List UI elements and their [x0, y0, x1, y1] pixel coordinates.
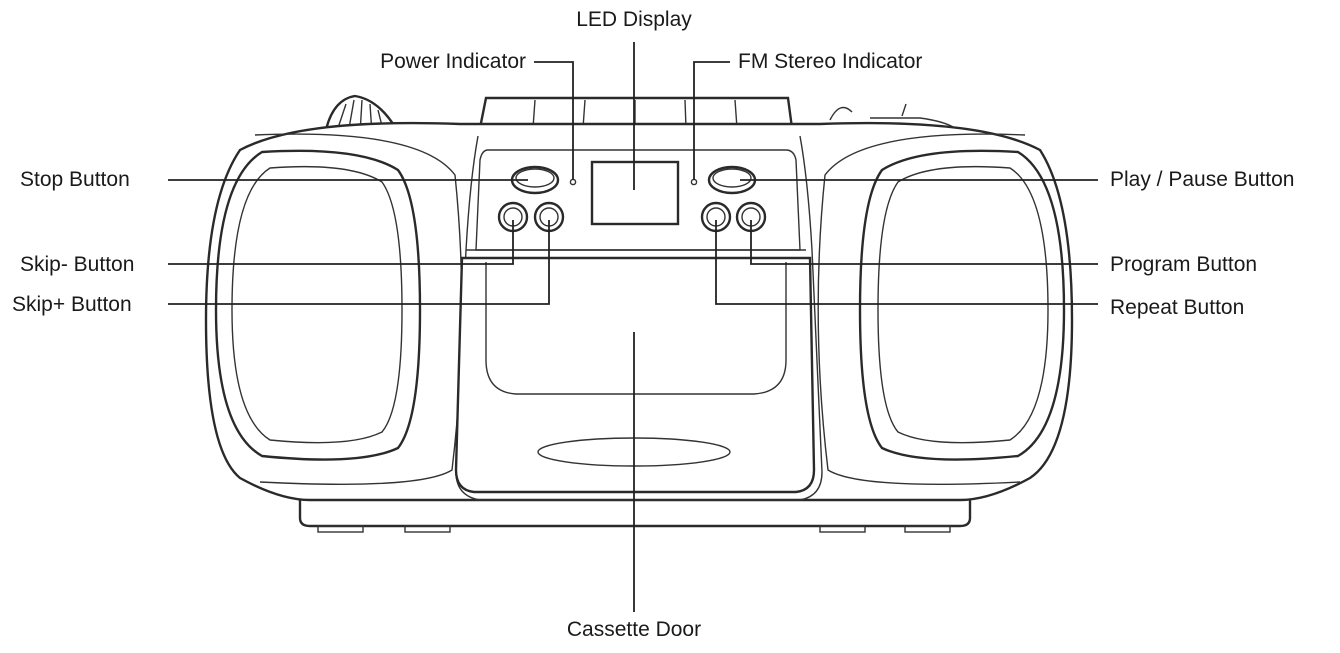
label-cassette-door: Cassette Door [567, 618, 701, 641]
label-skip-plus-button: Skip+ Button [12, 293, 132, 316]
label-play-pause-button: Play / Pause Button [1110, 168, 1294, 191]
led-display-window [590, 160, 680, 226]
label-repeat-button: Repeat Button [1110, 296, 1244, 319]
label-stop-button: Stop Button [20, 168, 130, 191]
program-button-shape [735, 201, 767, 233]
center-panel [455, 135, 823, 501]
label-program-button: Program Button [1110, 253, 1257, 276]
label-skip-minus-button: Skip- Button [20, 253, 134, 276]
label-power-indicator: Power Indicator [380, 50, 526, 73]
label-fm-stereo-indicator: FM Stereo Indicator [738, 50, 922, 73]
leader-lines [168, 42, 1098, 612]
cassette-door-shape [454, 249, 816, 494]
label-led-display: LED Display [576, 8, 692, 31]
